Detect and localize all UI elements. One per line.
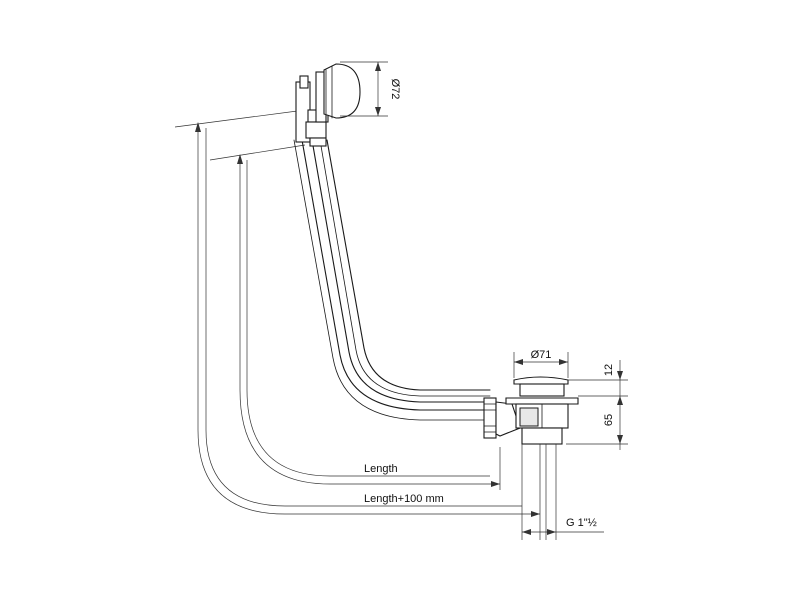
inner-length-guide [209, 144, 501, 490]
overflow-head [295, 63, 361, 147]
length-plus-label: Length+100 mm [364, 493, 444, 505]
thread-dimension: G 1"½ [521, 444, 604, 540]
outer-length-guide [174, 109, 540, 517]
thread-label: G 1"½ [566, 517, 597, 529]
cap-height-label: 12 [603, 364, 615, 376]
body-height-label: 65 [603, 414, 615, 426]
drain-assembly [483, 376, 579, 445]
overflow-diameter-dimension: Ø72 [340, 61, 401, 117]
plug-diameter-dimension: Ø71 [513, 349, 569, 378]
overflow-diameter-label: Ø72 [389, 79, 401, 100]
height-dimensions: 12 65 [566, 360, 628, 450]
length-label: Length [364, 463, 398, 475]
drain-hose [293, 139, 491, 421]
plug-diameter-label: Ø71 [531, 349, 552, 361]
